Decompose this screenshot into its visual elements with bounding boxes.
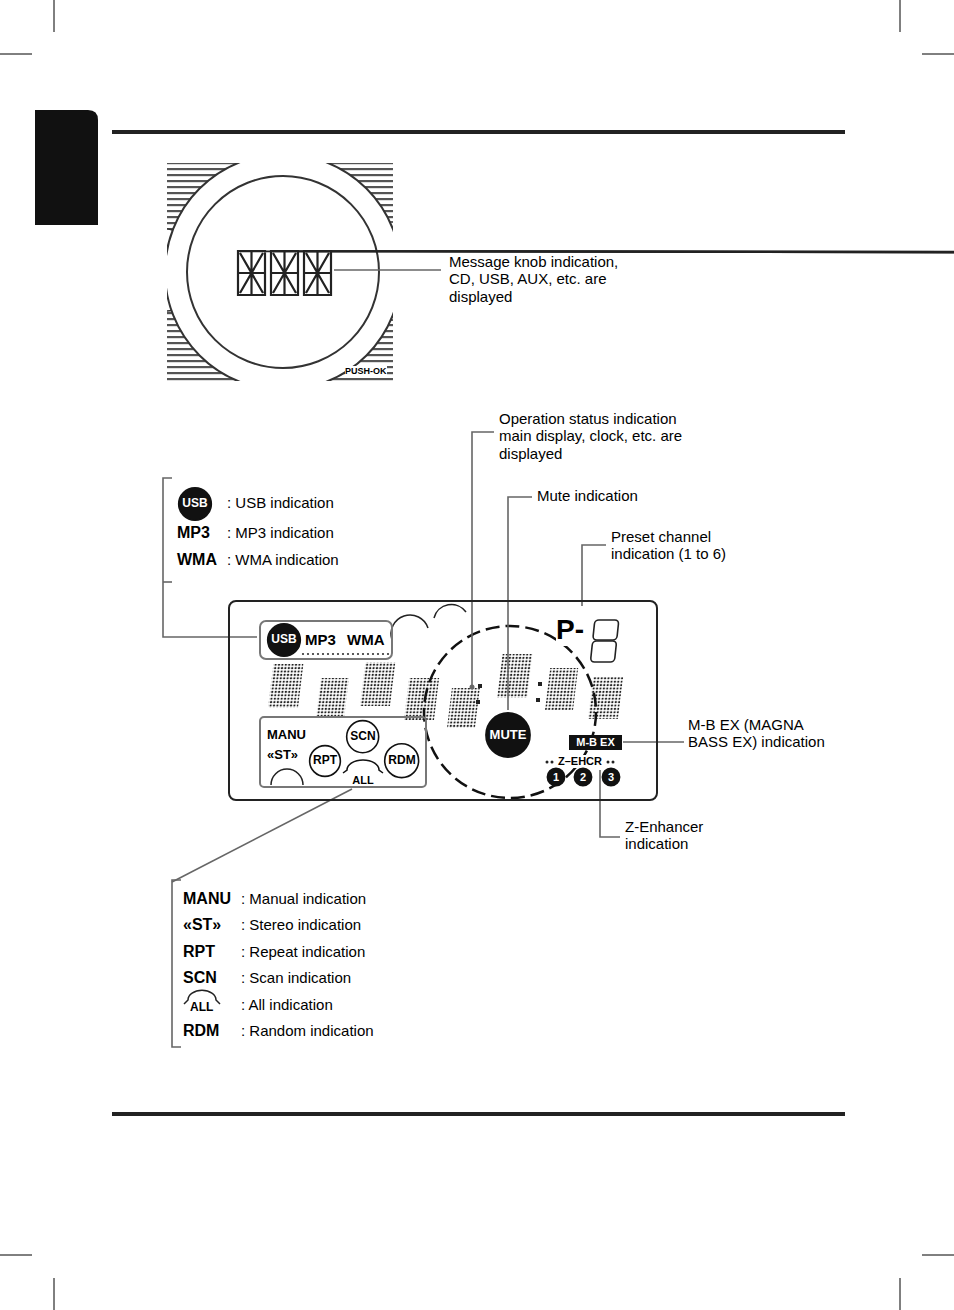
dot-matrix-glyph xyxy=(497,654,532,698)
indicator-group: MP3 WMA USB xyxy=(259,620,393,660)
top-rule xyxy=(112,130,845,134)
indicator-text: RPT xyxy=(313,754,337,768)
indicator-text: ALL xyxy=(352,775,373,786)
dot-matrix-glyph xyxy=(447,688,480,728)
underline-dot xyxy=(347,653,349,655)
section-tab xyxy=(35,110,98,225)
legend-text: : Random indication xyxy=(241,1022,374,1039)
legend-symbol: MANU xyxy=(183,890,231,908)
indicator-text: MP3 xyxy=(305,631,336,648)
underline-dot xyxy=(352,653,354,655)
legend-text: : All indication xyxy=(241,996,333,1013)
underline-dot xyxy=(367,653,369,655)
indicator-text: 3 xyxy=(608,771,614,784)
legend-text: : USB indication xyxy=(227,494,334,511)
dot-matrix-glyph xyxy=(316,678,349,718)
dot-matrix-glyph xyxy=(360,662,395,706)
legend-text: : Stereo indication xyxy=(241,916,361,933)
ring-segment xyxy=(391,615,428,640)
indicator-text: P- xyxy=(556,614,584,646)
button-label: PUSH-OK xyxy=(345,366,387,376)
enhancer-label: Z–EHCR xyxy=(558,755,602,768)
usb-symbol: USB xyxy=(178,487,212,521)
callout-text: Operation status indication main display… xyxy=(499,410,697,462)
underline-dot xyxy=(362,653,364,655)
indicator-text: M-B EX xyxy=(576,736,615,749)
indicator-text: 1 xyxy=(553,771,559,784)
mbex-indicator: M-B EX xyxy=(569,735,622,750)
underline-dot xyxy=(372,653,374,655)
underline-dot xyxy=(337,653,339,655)
legend-text: : MP3 indication xyxy=(227,524,334,541)
indicator-text: USB xyxy=(271,633,296,647)
dot-matrix-glyph xyxy=(545,668,578,710)
indicator-text: SCN xyxy=(350,730,375,744)
underline-dot xyxy=(332,653,334,655)
dot-matrix-glyph xyxy=(588,677,623,719)
underline-dot xyxy=(302,653,304,655)
indicator-text: RDM xyxy=(388,754,415,768)
empty-arc xyxy=(271,769,303,785)
underline-dot xyxy=(312,653,314,655)
enhancer-level: 1 xyxy=(547,768,565,786)
indicator-text: MUTE xyxy=(490,728,527,743)
enhancer-level: 3 xyxy=(602,768,620,786)
legend-symbol: SCN xyxy=(183,969,217,987)
legend-symbol: «ST» xyxy=(183,916,221,934)
indicator-text: «ST» xyxy=(267,748,298,763)
segment-glyph xyxy=(304,251,954,295)
usb-indicator: USB xyxy=(267,623,301,657)
seven-segment-digit xyxy=(590,620,618,662)
all-indicator: ALL xyxy=(341,762,385,786)
legend-text: : WMA indication xyxy=(227,551,339,568)
enhancer-level: 2 xyxy=(574,768,592,786)
leader-dot xyxy=(470,685,475,690)
ring-segment xyxy=(434,605,466,618)
dotted-underline xyxy=(302,653,389,655)
underline-dot xyxy=(307,653,309,655)
underline-dot xyxy=(342,653,344,655)
dashed-ring xyxy=(424,626,596,798)
legend-symbol: WMA xyxy=(177,551,217,569)
callout-text: Message knob indication, CD, USB, AUX, e… xyxy=(449,253,637,305)
indicator-text: MANU xyxy=(267,728,306,743)
callout-text: Preset channel indication (1 to 6) xyxy=(611,528,746,563)
underline-dot xyxy=(322,653,324,655)
legend-text: : Manual indication xyxy=(241,890,366,907)
underline-dot xyxy=(377,653,379,655)
legend-text: : Repeat indication xyxy=(241,943,365,960)
legend-text: : Scan indication xyxy=(241,969,351,986)
callout-text: Z-Enhancer indication xyxy=(625,818,725,853)
legend-symbol: RDM xyxy=(183,1022,219,1040)
indicator-text: WMA xyxy=(347,631,385,648)
indicator-group: MANU «ST» SCN RPT RDM ALL xyxy=(259,716,427,788)
callout-text: M-B EX (MAGNA BASS EX) indication xyxy=(688,716,838,751)
mute-indicator: MUTE xyxy=(485,712,531,758)
underline-dot xyxy=(387,653,389,655)
callout-text: Mute indication xyxy=(537,487,638,504)
random-indicator: RDM xyxy=(384,743,419,778)
display-panel: P- MP3 WMA USB MANU «ST» SCN RPT RDM ALL MUTE M-B E… xyxy=(228,600,658,801)
dot-matrix-glyph xyxy=(404,678,439,720)
underline-dot xyxy=(327,653,329,655)
indicator-text: USB xyxy=(182,497,207,511)
legend-symbol: RPT xyxy=(183,943,215,961)
underline-dot xyxy=(317,653,319,655)
underline-dot xyxy=(357,653,359,655)
leader-lines xyxy=(163,270,684,1047)
colon-dots xyxy=(476,682,542,704)
legend-symbol: ALL xyxy=(190,1001,213,1015)
indicator-text: 2 xyxy=(580,771,586,784)
dot-matrix-glyph xyxy=(268,664,303,708)
scan-indicator: SCN xyxy=(346,720,379,753)
bottom-rule xyxy=(112,1112,845,1116)
underline-dot xyxy=(382,653,384,655)
legend-symbol: MP3 xyxy=(177,524,210,542)
repeat-indicator: RPT xyxy=(309,745,341,777)
